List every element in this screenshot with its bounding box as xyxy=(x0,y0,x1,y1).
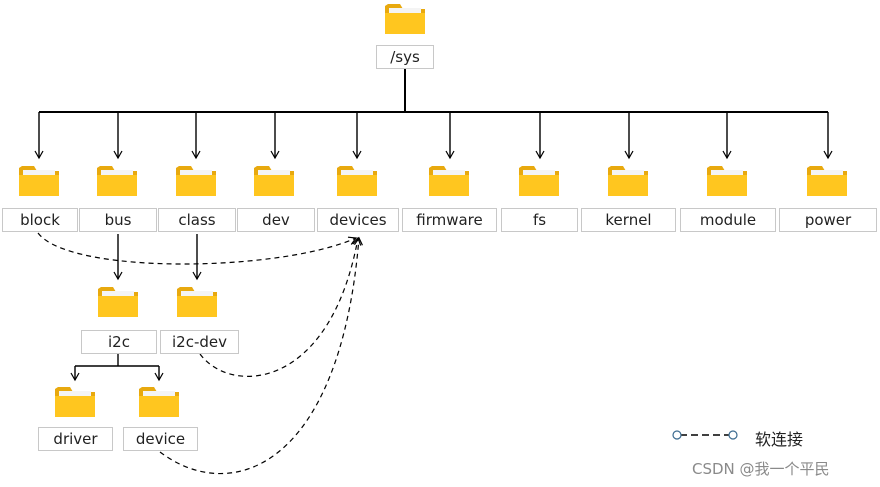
node-label-i2c[interactable]: i2c xyxy=(81,330,157,354)
root-folder-icon xyxy=(385,4,425,34)
tree-connectors xyxy=(34,69,833,382)
soft-links xyxy=(37,232,363,475)
bus-folder-icon xyxy=(97,166,137,196)
fs-folder-icon xyxy=(519,166,559,196)
dev-folder-icon xyxy=(254,166,294,196)
node-label-module[interactable]: module xyxy=(680,208,776,232)
device-folder-icon xyxy=(139,387,179,417)
node-label-sys[interactable]: /sys xyxy=(376,45,434,69)
firmware-folder-icon xyxy=(429,166,469,196)
class-folder-icon xyxy=(176,166,216,196)
node-label-device[interactable]: device xyxy=(123,427,198,451)
symlink-block-to-devices xyxy=(37,232,358,265)
kernel-folder-icon xyxy=(608,166,648,196)
module-folder-icon xyxy=(707,166,747,196)
driver-folder-icon xyxy=(55,387,95,417)
node-label-firmware[interactable]: firmware xyxy=(402,208,497,232)
power-folder-icon xyxy=(807,166,847,196)
node-label-bus[interactable]: bus xyxy=(79,208,157,232)
node-label-devices[interactable]: devices xyxy=(317,208,399,232)
watermark: CSDN @我一个平民 xyxy=(692,460,830,478)
node-label-class[interactable]: class xyxy=(158,208,236,232)
node-label-power[interactable]: power xyxy=(779,208,877,232)
node-label-kernel[interactable]: kernel xyxy=(581,208,676,232)
symlink-i2c-dev-to-devices xyxy=(199,236,362,377)
node-label-driver[interactable]: driver xyxy=(38,427,113,451)
node-label-i2c-dev[interactable]: i2c-dev xyxy=(160,330,239,354)
i2c-folder-icon xyxy=(98,287,138,317)
devices-folder-icon xyxy=(337,166,377,196)
symlink-device-to-devices xyxy=(159,236,363,475)
soft-link-line-icon xyxy=(672,430,738,440)
node-label-block[interactable]: block xyxy=(2,208,78,232)
i2c-dev-folder-icon xyxy=(177,287,217,317)
node-label-dev[interactable]: dev xyxy=(237,208,315,232)
node-label-fs[interactable]: fs xyxy=(501,208,578,232)
legend-label: 软连接 xyxy=(755,430,804,449)
block-folder-icon xyxy=(19,166,59,196)
